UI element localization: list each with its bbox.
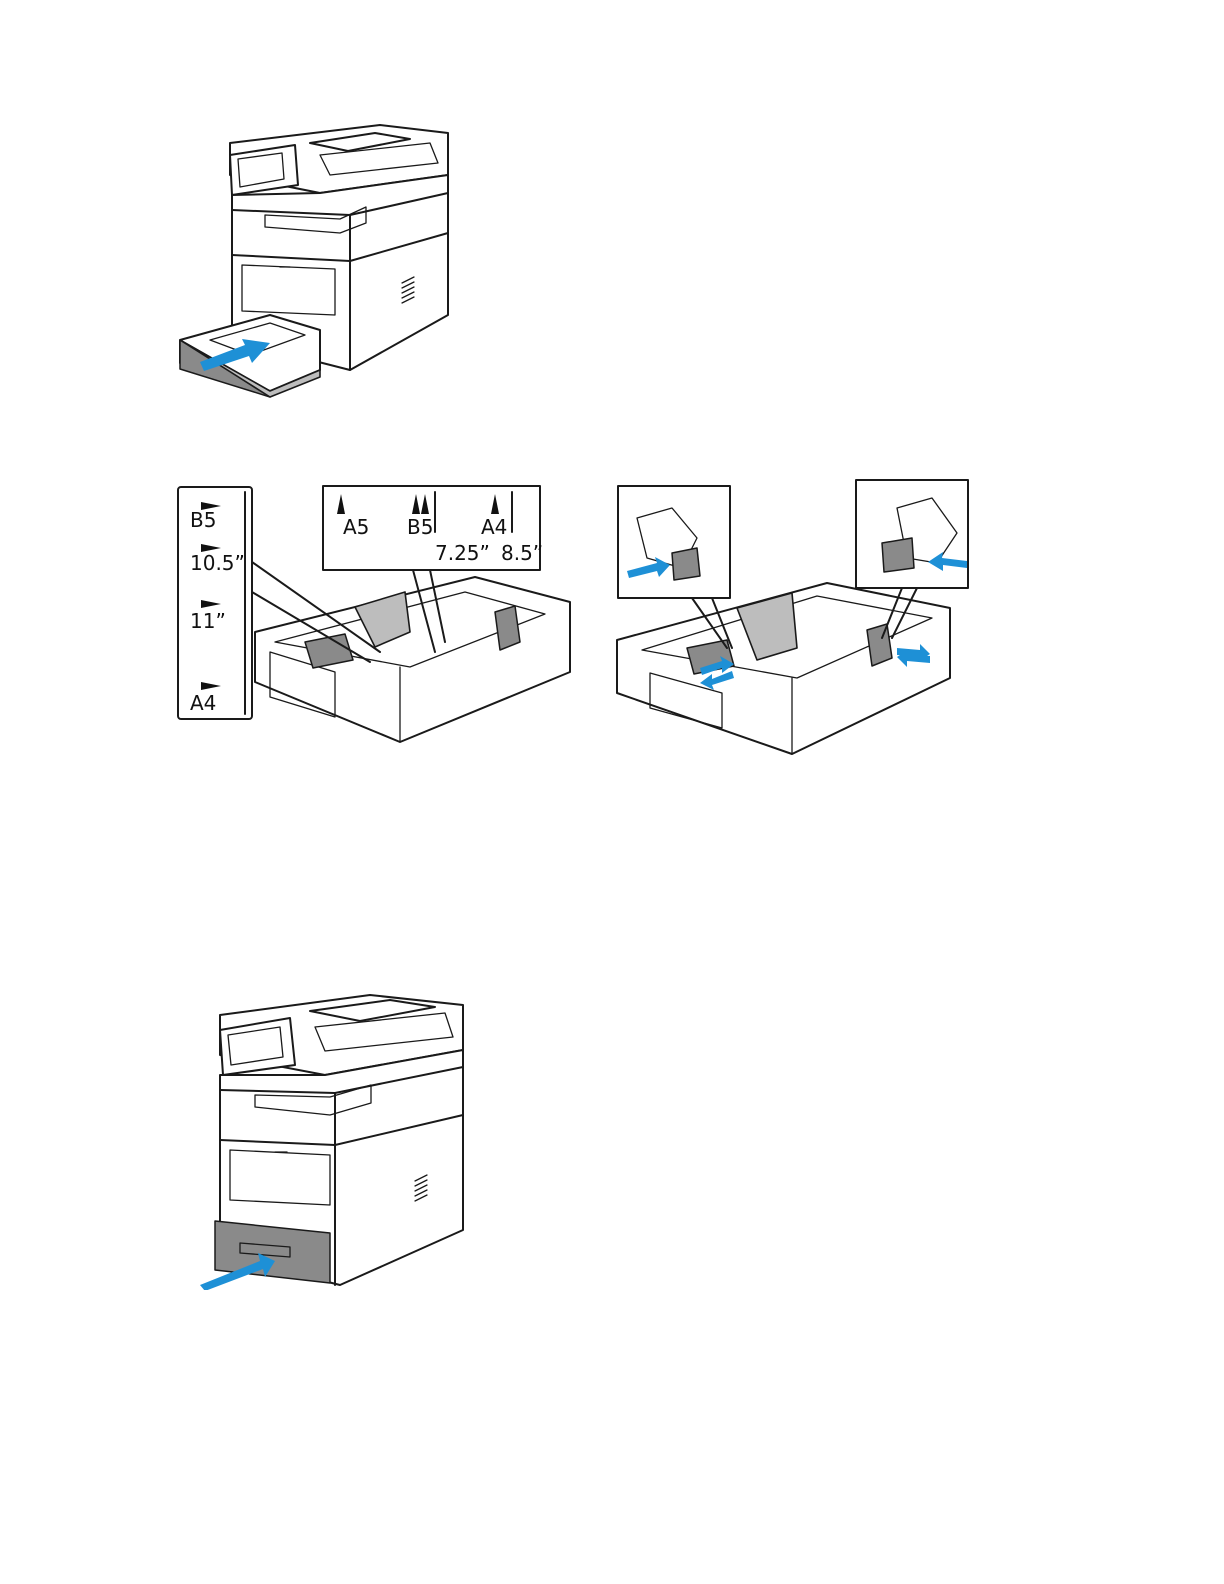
tray-scale-illustration: A5 B5 A4 7.25” 8.5” B5 10.5” 11” A4	[175, 482, 575, 752]
tray-adjust-guides-figure	[612, 478, 972, 760]
printer-illustration	[170, 115, 460, 400]
printer-remove-tray-figure	[170, 115, 460, 400]
printer-insert-illustration	[195, 985, 475, 1290]
tray-guide-scales-figure: A5 B5 A4 7.25” 8.5” B5 10.5” 11” A4	[175, 482, 575, 752]
printer-insert-tray-figure	[195, 985, 475, 1290]
side-scale-b5: B5	[190, 508, 216, 532]
side-scale-11: 11”	[190, 609, 226, 633]
scale-inch-85: 8.5”	[501, 541, 543, 565]
scale-label-a5: A5	[343, 515, 369, 539]
side-scale-105: 10.5”	[190, 551, 245, 575]
scale-label-a4: A4	[481, 515, 507, 539]
adjust-guides-illustration	[612, 478, 972, 760]
scale-label-b5: B5	[407, 515, 433, 539]
side-scale-a4: A4	[190, 691, 216, 715]
scale-inch-725: 7.25”	[435, 541, 490, 565]
